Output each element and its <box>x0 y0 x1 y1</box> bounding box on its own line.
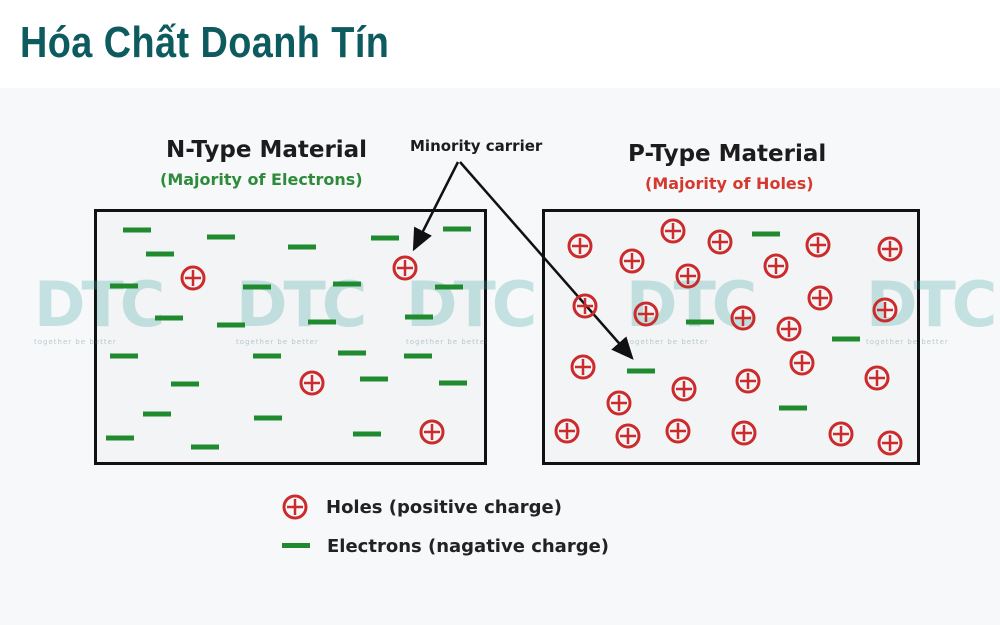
hole-mark <box>633 301 659 327</box>
hole-mark <box>606 390 632 416</box>
n-type-title: N-Type Material <box>166 137 368 163</box>
hole-mark <box>675 263 701 289</box>
hole-mark <box>828 421 854 447</box>
hole-mark <box>180 265 206 291</box>
hole-mark <box>299 370 325 396</box>
electron-mark <box>207 234 235 240</box>
minority-carrier-label: Minority carrier <box>410 137 543 155</box>
hole-mark <box>671 376 697 402</box>
electron-mark <box>110 283 138 289</box>
hole-mark <box>731 420 757 446</box>
callout-arrow-left <box>412 161 460 252</box>
hole-mark <box>877 430 903 456</box>
electron-mark <box>779 405 807 411</box>
electron-mark <box>146 251 174 257</box>
header: Hóa Chất Doanh Tín <box>0 0 1000 88</box>
hole-mark <box>877 236 903 262</box>
hole-mark <box>735 368 761 394</box>
n-type-subtitle: (Majority of Electrons) <box>160 170 363 189</box>
hole-mark <box>615 423 641 449</box>
hole-mark <box>789 350 815 376</box>
hole-symbol-icon <box>282 494 308 520</box>
hole-mark <box>707 229 733 255</box>
electron-mark <box>404 353 432 359</box>
electron-mark <box>443 226 471 232</box>
hole-mark <box>392 255 418 281</box>
hole-mark <box>619 248 645 274</box>
hole-mark <box>864 365 890 391</box>
electron-mark <box>439 380 467 386</box>
electron-mark <box>333 281 361 287</box>
electron-mark <box>627 368 655 374</box>
hole-mark <box>419 419 445 445</box>
electron-mark <box>435 284 463 290</box>
electron-mark <box>143 411 171 417</box>
electron-mark <box>110 353 138 359</box>
electron-mark <box>243 284 271 290</box>
callout-arrow-right <box>459 161 634 360</box>
legend-item-holes: Holes (positive charge) <box>281 493 562 521</box>
electron-mark <box>191 444 219 450</box>
electron-mark <box>353 431 381 437</box>
legend-label-electrons: Electrons (nagative charge) <box>327 535 610 557</box>
electron-mark <box>360 376 388 382</box>
electron-mark <box>405 314 433 320</box>
hole-mark <box>572 293 598 319</box>
brand-title: Hóa Chất Doanh Tín <box>20 18 390 67</box>
electron-mark <box>308 319 336 325</box>
electron-mark <box>217 322 245 328</box>
hole-mark <box>567 233 593 259</box>
electron-mark <box>254 415 282 421</box>
electron-mark <box>123 227 151 233</box>
hole-mark <box>730 305 756 331</box>
electron-symbol-icon <box>282 543 310 548</box>
legend-item-electrons: Electrons (nagative charge) <box>281 534 609 558</box>
electron-mark <box>371 235 399 241</box>
electron-mark <box>752 231 780 237</box>
hole-mark <box>805 232 831 258</box>
legend-label-holes: Holes (positive charge) <box>326 496 562 518</box>
hole-mark <box>807 285 833 311</box>
hole-mark <box>660 218 686 244</box>
electron-mark <box>171 381 199 387</box>
hole-mark <box>570 354 596 380</box>
hole-mark <box>665 418 691 444</box>
hole-mark <box>763 253 789 279</box>
p-type-title: P-Type Material <box>628 141 827 167</box>
hole-mark <box>872 297 898 323</box>
p-type-subtitle: (Majority of Holes) <box>645 174 814 193</box>
hole-mark <box>554 418 580 444</box>
electron-mark <box>686 319 714 325</box>
electron-mark <box>832 336 860 342</box>
hole-mark <box>776 316 802 342</box>
electron-mark <box>288 244 316 250</box>
electron-mark <box>253 353 281 359</box>
electron-mark <box>155 315 183 321</box>
electron-mark <box>106 435 134 441</box>
electron-mark <box>338 350 366 356</box>
